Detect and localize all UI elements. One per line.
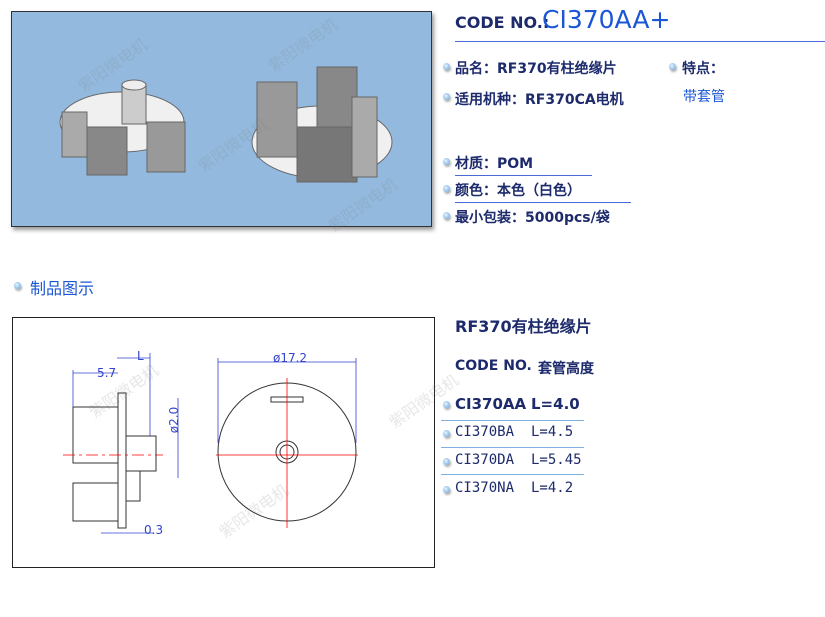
variant-code: CI370BA: [455, 424, 515, 440]
variant-code: CI370AA: [455, 395, 527, 413]
variant-height: L=5.45: [531, 452, 582, 468]
variant-height: L=4.0: [531, 395, 580, 413]
feature-label: 特点：: [682, 61, 724, 77]
bullet-icon: [443, 458, 450, 465]
spec-packing: 最小包装：5000pcs/袋: [455, 210, 610, 226]
dim-thickness: 0.3: [144, 523, 164, 537]
code-label: CODE NO.:: [455, 13, 550, 32]
dim-L: L: [137, 349, 144, 363]
variants-title: RF370有柱绝缘片: [455, 317, 592, 336]
variants-header-height: 套管高度: [538, 361, 594, 377]
divider: [455, 202, 631, 203]
section-title: 制品图示: [30, 279, 95, 298]
bullet-icon: [669, 63, 676, 70]
bullet-icon: [443, 93, 450, 100]
insulator-3d-render: [59, 66, 393, 183]
spec-motor: 适用机种：RF370CA电机: [455, 92, 624, 108]
dim-width: 5.7: [97, 366, 117, 380]
bullet-icon: [443, 212, 450, 219]
bullet-icon: [443, 158, 450, 165]
spec-material: 材质：POM: [455, 156, 534, 172]
divider: [455, 175, 592, 176]
variants-header-code: CODE NO.: [455, 358, 532, 374]
bullet-icon: [443, 430, 450, 437]
bullet-icon: [443, 185, 450, 192]
bullet-icon: [14, 282, 21, 289]
drawing-svg: [63, 353, 358, 534]
code-value: CI370AA+: [542, 5, 671, 34]
spec-color: 颜色：本色（白色）: [455, 183, 581, 199]
variant-height: L=4.5: [531, 424, 574, 440]
bullet-icon: [443, 486, 450, 493]
divider: [441, 474, 584, 475]
feature-value: 带套管: [683, 89, 725, 105]
divider: [441, 447, 584, 448]
technical-drawing: 紫阳微电机 紫阳微电机 紫阳微电机 5.7 L ø2.0 0.3: [12, 317, 462, 568]
dim-diameter: ø17.2: [273, 351, 308, 365]
bullet-icon: [443, 63, 450, 70]
variant-code: CI370NA: [455, 480, 515, 496]
dim-hole: ø2.0: [167, 406, 182, 434]
variant-height: L=4.2: [531, 480, 574, 496]
header-divider: [455, 41, 825, 42]
spec-name: 品名：RF370有柱绝缘片: [455, 61, 617, 77]
bullet-icon: [443, 401, 450, 408]
product-photo: 紫阳微电机 紫阳微电机 紫阳微电机 紫阳微电机: [11, 11, 432, 236]
divider: [441, 420, 584, 421]
variant-code: CI370DA: [455, 452, 515, 468]
